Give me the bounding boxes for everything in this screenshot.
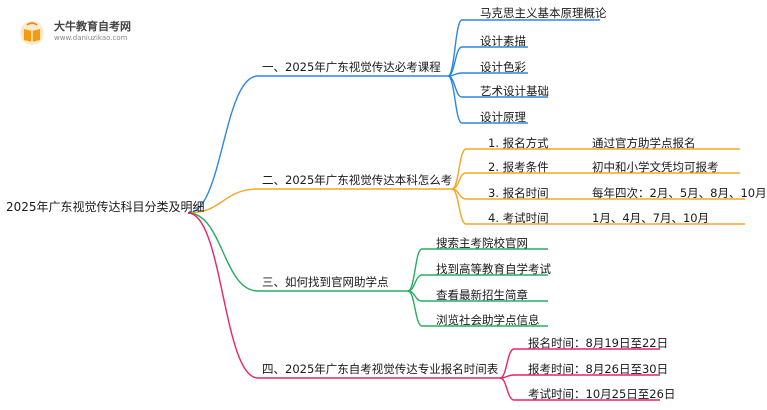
- branch-3-item: 查看最新招生简章: [436, 288, 528, 302]
- branch-3-title: 三、如何找到官网助学点: [262, 275, 389, 289]
- branch-2-title: 二、2025年广东视觉传达本科怎么考: [262, 173, 453, 187]
- branch-2-item-label: 2. 报考条件: [488, 160, 549, 174]
- branch-4-root-connector: [187, 212, 259, 379]
- branch-1-item: 艺术设计基础: [480, 84, 549, 98]
- branch-4-title: 四、2025年广东自考视觉传达专业报名时间表: [262, 362, 499, 376]
- branch-1-item: 设计色彩: [480, 60, 526, 74]
- root-topic: 2025年广东视觉传达科目分类及明细: [6, 200, 205, 214]
- logo-name: 大牛教育自考网: [54, 20, 131, 33]
- branch-1-item: 设计素描: [480, 34, 526, 48]
- branch-4-item-connector: [499, 348, 515, 379]
- mindmap-connectors: [187, 19, 745, 401]
- logo: 大牛教育自考网 www.daniuzikao.com: [14, 18, 174, 48]
- branch-2-item-connector: [451, 148, 467, 190]
- branch-2-root-connector: [187, 188, 259, 214]
- branch-2-item-connector: [451, 188, 467, 225]
- branch-3-item: 找到高等教育自学考试: [436, 262, 551, 276]
- branch-4-item-connector: [499, 377, 515, 401]
- branch-1-root-connector: [187, 75, 259, 214]
- branch-2-item-label: 4. 考试时间: [488, 211, 549, 225]
- branch-1-title: 一、2025年广东视觉传达必考课程: [262, 60, 441, 74]
- branch-2-item-value: 初中和小学文凭均可报考: [592, 160, 719, 174]
- branch-1-item: 设计原理: [480, 110, 526, 124]
- branch-2-item-label: 1. 报名方式: [488, 136, 549, 150]
- branch-2-item-label: 3. 报名时间: [488, 186, 549, 200]
- branch-3-item: 搜索主考院校官网: [436, 236, 528, 250]
- branch-1-item-connector: [447, 46, 463, 77]
- branch-2-item-value: 1月、4月、7月、10月: [592, 211, 710, 225]
- branch-2-item-value: 通过官方助学点报名: [592, 136, 696, 150]
- branch-3-item: 浏览社会助学点信息: [436, 313, 540, 327]
- branch-4-item: 考试时间：10月25日至26日: [528, 387, 676, 401]
- branch-1-item: 马克思主义基本原理概论: [480, 6, 607, 20]
- branch-4-item: 报考时间：8月26日至30日: [528, 362, 669, 376]
- book-logo-icon: [20, 21, 44, 45]
- branch-4-item: 报名时间：8月19日至22日: [528, 336, 669, 350]
- logo-url: www.daniuzikao.com: [54, 34, 128, 42]
- branch-3-root-connector: [187, 212, 259, 292]
- branch-1-item-connector: [447, 75, 463, 124]
- branch-3-item-connector: [407, 290, 423, 327]
- branch-3-item-connector: [407, 248, 423, 292]
- branch-2-item-value: 每年四次：2月、5月、8月、10月: [592, 186, 767, 200]
